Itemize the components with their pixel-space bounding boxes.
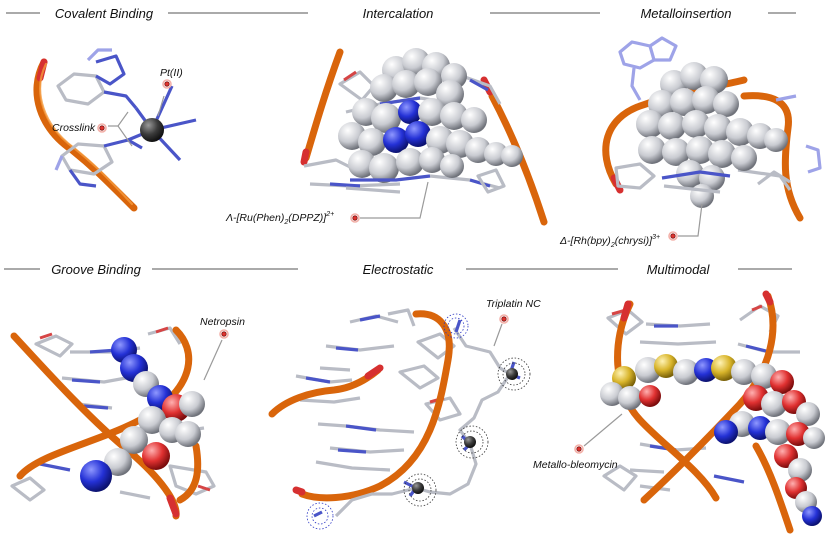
ru-dppz-spacefill [338, 48, 523, 183]
intercalation-structure [300, 48, 548, 226]
netropsin-spacefill [80, 337, 205, 492]
groove-binding-structure [10, 326, 216, 520]
title-covalent-binding: Covalent Binding [55, 6, 154, 21]
panel-title-electrostatic: Electrostatic [363, 262, 618, 277]
triplatin-callout: Triplatin NC [486, 298, 541, 347]
netropsin-callout: Netropsin [200, 316, 245, 381]
multimodal-structure [600, 290, 825, 534]
pt-callout: Pt(II) [157, 67, 183, 117]
pt-atom-1 [506, 368, 518, 380]
platinum-atom [140, 118, 164, 142]
ru-complex-callout: Λ-[Ru(Phen)2(DPPZ)]2+ [225, 181, 429, 226]
panel-title-multimodal: Multimodal [647, 262, 792, 277]
title-electrostatic: Electrostatic [363, 262, 434, 277]
label-triplatin-nc: Triplatin NC [486, 298, 541, 310]
title-intercalation: Intercalation [363, 6, 434, 21]
title-groove-binding: Groove Binding [51, 262, 141, 277]
bleomycin-callout: Metallo-bleomycin [533, 413, 623, 471]
panel-title-metalloinsertion: Metalloinsertion [490, 6, 796, 21]
label-netropsin: Netropsin [200, 316, 245, 328]
covalent-binding-structure [33, 48, 197, 212]
metalloinsertion-structure [602, 36, 822, 222]
rh-complex-callout: Δ-[Rh(bpy)2(chrysi)]3+ [559, 203, 703, 249]
label-metallo-bleomycin: Metallo-bleomycin [533, 459, 618, 471]
crosslink-callout: Crosslink [52, 111, 133, 147]
pt-atom-2 [464, 436, 476, 448]
electrostatic-structure [268, 308, 531, 530]
label-pt-ii: Pt(II) [160, 67, 183, 79]
label-ru-complex: Λ-[Ru(Phen)2(DPPZ)]2+ [225, 211, 334, 226]
metallo-bleomycin-spacefill [600, 354, 825, 526]
label-rh-complex: Δ-[Rh(bpy)2(chrysi)]3+ [559, 234, 660, 249]
title-multimodal: Multimodal [647, 262, 711, 277]
title-metalloinsertion: Metalloinsertion [640, 6, 731, 21]
rh-chrysi-spacefill [636, 62, 788, 208]
pt-atom-3 [412, 482, 424, 494]
panel-title-covalent-binding: Covalent Binding [6, 6, 308, 21]
panel-title-intercalation: Intercalation [363, 6, 434, 21]
panel-title-groove-binding: Groove Binding [4, 262, 298, 277]
label-crosslink: Crosslink [52, 122, 96, 134]
